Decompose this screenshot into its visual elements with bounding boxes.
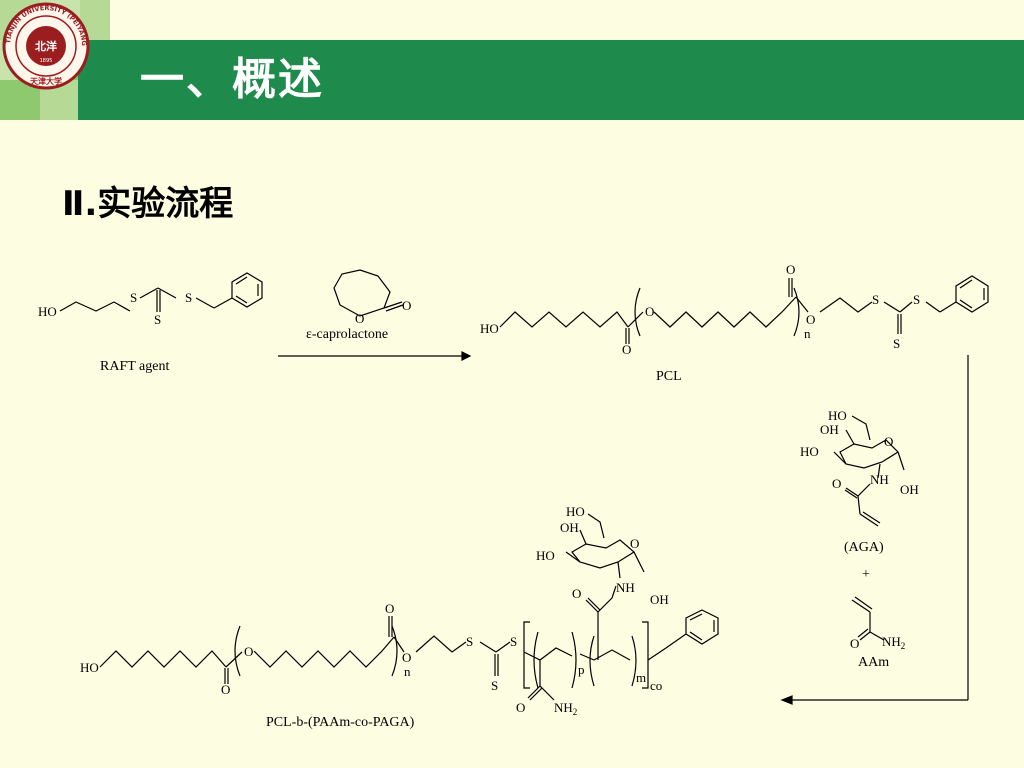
svg-text:O: O bbox=[630, 536, 639, 551]
svg-text:HO: HO bbox=[800, 444, 819, 459]
svg-text:S: S bbox=[154, 312, 161, 327]
section-title: Ⅱ.实验流程 bbox=[62, 184, 234, 224]
svg-text:NH2: NH2 bbox=[554, 700, 577, 717]
svg-text:HO: HO bbox=[828, 408, 847, 423]
svg-text:天津大学: 天津大学 bbox=[30, 76, 62, 86]
page-title: 一、概述 bbox=[140, 54, 324, 105]
svg-text:AAm: AAm bbox=[858, 655, 889, 670]
svg-text:ε-caprolactone: ε-caprolactone bbox=[306, 327, 388, 342]
svg-text:S: S bbox=[510, 634, 517, 649]
svg-text:O: O bbox=[402, 650, 411, 665]
svg-text:O: O bbox=[850, 636, 859, 651]
svg-text:NH2: NH2 bbox=[882, 634, 905, 651]
svg-text:HO: HO bbox=[536, 548, 555, 563]
svg-text:S: S bbox=[913, 292, 920, 307]
svg-text:NH: NH bbox=[616, 580, 635, 595]
svg-text:O: O bbox=[516, 700, 525, 715]
university-seal-logo: TIANJIN UNIVERSITY (PEIYANG UNIVERSITY) … bbox=[2, 2, 90, 90]
svg-text:(AGA): (AGA) bbox=[844, 540, 884, 555]
svg-text:HO: HO bbox=[480, 321, 499, 336]
svg-text:O: O bbox=[832, 476, 841, 491]
svg-text:S: S bbox=[893, 336, 900, 351]
svg-text:O: O bbox=[572, 586, 581, 601]
svg-text:O: O bbox=[622, 342, 631, 357]
svg-text:PCL-b-(PAAm-co-PAGA): PCL-b-(PAAm-co-PAGA) bbox=[266, 715, 415, 730]
svg-text:O: O bbox=[355, 311, 364, 326]
svg-text:O: O bbox=[645, 304, 654, 319]
svg-text:NH: NH bbox=[870, 472, 889, 487]
svg-text:HO: HO bbox=[566, 504, 585, 519]
svg-text:O: O bbox=[402, 298, 411, 313]
svg-text:S: S bbox=[466, 634, 473, 649]
svg-text:HO: HO bbox=[80, 660, 99, 675]
svg-text:+: + bbox=[862, 567, 870, 582]
svg-text:m: m bbox=[636, 670, 646, 685]
svg-text:p: p bbox=[578, 662, 585, 677]
svg-text:RAFT agent: RAFT agent bbox=[100, 359, 169, 374]
svg-text:O: O bbox=[244, 644, 253, 659]
svg-text:S: S bbox=[130, 290, 137, 305]
svg-text:n: n bbox=[804, 326, 811, 341]
header-bar bbox=[78, 40, 1024, 120]
svg-text:co: co bbox=[650, 678, 662, 693]
svg-text:O: O bbox=[221, 682, 230, 697]
svg-text:OH: OH bbox=[650, 592, 669, 607]
svg-text:S: S bbox=[872, 292, 879, 307]
svg-text:n: n bbox=[404, 664, 411, 679]
svg-text:O: O bbox=[806, 312, 815, 327]
svg-text:北洋: 北洋 bbox=[35, 39, 57, 53]
svg-text:PCL: PCL bbox=[656, 369, 682, 384]
svg-text:O: O bbox=[884, 434, 893, 449]
svg-text:S: S bbox=[185, 290, 192, 305]
svg-text:OH: OH bbox=[560, 520, 579, 535]
svg-text:O: O bbox=[786, 262, 795, 277]
svg-text:1895: 1895 bbox=[40, 58, 53, 64]
svg-text:O: O bbox=[385, 601, 394, 616]
svg-text:OH: OH bbox=[820, 422, 839, 437]
svg-text:HO: HO bbox=[38, 304, 57, 319]
svg-text:OH: OH bbox=[900, 482, 919, 497]
svg-text:S: S bbox=[491, 678, 498, 693]
